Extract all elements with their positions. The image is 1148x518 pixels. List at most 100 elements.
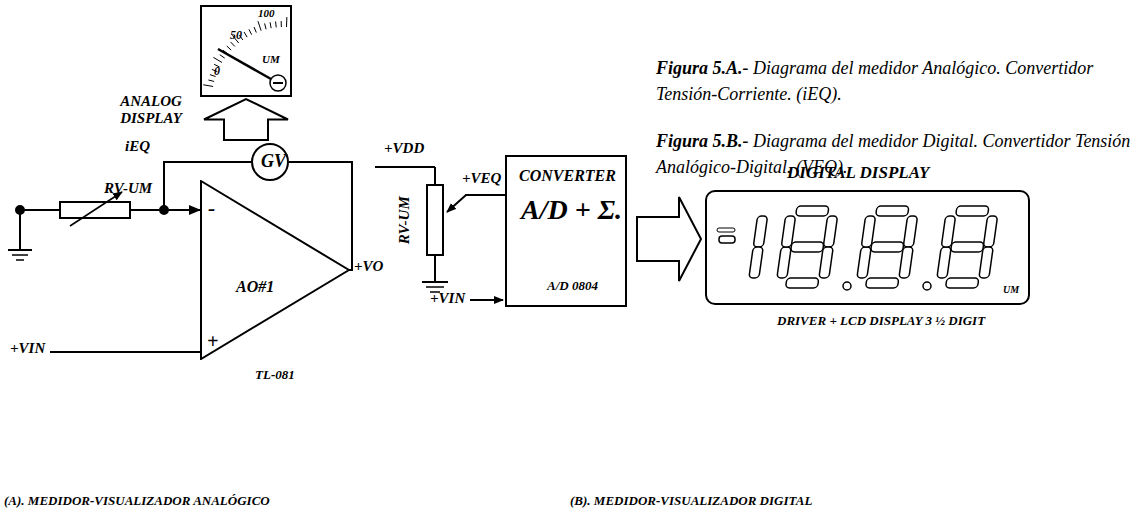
meter-tick bbox=[281, 21, 282, 27]
lcd-segment bbox=[796, 206, 829, 216]
schematic-stroke bbox=[20, 209, 60, 211]
schematic-stroke bbox=[422, 281, 448, 283]
node-text: 100 bbox=[258, 7, 275, 19]
lcd-minus-sign bbox=[719, 236, 735, 243]
meter-tick bbox=[208, 80, 214, 81]
meter-tick bbox=[227, 46, 231, 50]
signal-label: +VEQ bbox=[462, 170, 501, 187]
signal-label: +VIN bbox=[10, 340, 45, 357]
meter-tick bbox=[265, 23, 266, 29]
lcd-segment bbox=[823, 216, 837, 247]
signal-label: +VIN bbox=[430, 290, 465, 307]
node-text: UM bbox=[1003, 284, 1019, 295]
node-text: DRIVER + LCD DISPLAY 3 ½ DIGIT bbox=[777, 314, 985, 328]
node-text: A/D 0804 bbox=[547, 279, 598, 293]
lcd-digit bbox=[935, 206, 999, 288]
schematic-stroke bbox=[12, 254, 28, 256]
lcd-segment bbox=[956, 206, 989, 216]
lcd-digit bbox=[855, 206, 919, 288]
schematic-stroke bbox=[470, 299, 503, 301]
schematic-stroke bbox=[427, 185, 443, 255]
node-text: TL-081 bbox=[255, 368, 295, 382]
schematic-stroke bbox=[375, 166, 435, 168]
meter-face bbox=[202, 7, 290, 95]
meter-tick bbox=[249, 29, 252, 34]
adc-converter-box: CONVERTERA/D + Σ.A/D 0804 bbox=[505, 155, 627, 307]
signal-label: (B). MEDIDOR-VISUALIZADOR DIGITAL bbox=[570, 494, 812, 508]
lcd-segment bbox=[753, 216, 767, 247]
schematic-stroke bbox=[19, 210, 21, 250]
lcd-segment bbox=[857, 247, 871, 278]
schematic-stroke bbox=[16, 206, 24, 214]
signal-label: +VDD bbox=[384, 140, 424, 157]
schematic-stroke bbox=[160, 206, 168, 214]
lcd-segment bbox=[785, 278, 818, 288]
display-drive-arrow bbox=[637, 197, 701, 281]
schematic-stroke bbox=[16, 259, 24, 261]
meter-tick bbox=[244, 32, 247, 37]
figure-caption: Figura 5.B.- Diagrama del medidor Digita… bbox=[656, 128, 1136, 180]
lcd-segment bbox=[791, 242, 824, 252]
schematic-stroke bbox=[70, 192, 122, 226]
figure-caption: Figura 5.A.- Diagrama del medidor Analóg… bbox=[656, 55, 1136, 107]
meter-tick bbox=[270, 22, 271, 28]
meter-tick bbox=[254, 27, 256, 33]
meter-tick bbox=[275, 21, 277, 27]
lcd-decimal-point bbox=[843, 282, 851, 290]
node-text: AO#1 bbox=[236, 278, 274, 296]
meter-tick bbox=[286, 17, 287, 27]
figure-number: Figura 5.A.- bbox=[656, 58, 749, 78]
lcd-segment bbox=[951, 242, 984, 252]
opamp-outline bbox=[200, 180, 350, 360]
node-text: UM bbox=[262, 53, 280, 65]
schematic-stroke bbox=[434, 255, 436, 282]
signal-label: +VO bbox=[354, 258, 383, 275]
schematic-stroke bbox=[50, 351, 200, 353]
schematic-stroke bbox=[130, 209, 164, 211]
lcd-segment bbox=[937, 247, 951, 278]
arrow-head bbox=[189, 205, 201, 215]
schematic-stroke bbox=[8, 249, 32, 251]
node-text: CONVERTER bbox=[519, 167, 616, 185]
signal-label: RV-UM bbox=[104, 180, 152, 197]
signal-label: RV-UM bbox=[396, 196, 413, 244]
lcd-segment bbox=[876, 206, 909, 216]
meter-tick bbox=[258, 21, 261, 30]
signal-label: (A). MEDIDOR-VISUALIZADOR ANALÓGICO bbox=[4, 494, 270, 508]
meter-tick bbox=[220, 55, 225, 58]
lcd-segment bbox=[777, 247, 791, 278]
figure-number: Figura 5.B.- bbox=[656, 131, 749, 151]
seven-segment-digits bbox=[707, 192, 1028, 303]
lcd-polarity-bar bbox=[717, 228, 735, 232]
node-text: 0 bbox=[214, 65, 220, 78]
schematic-stroke bbox=[434, 167, 436, 185]
schematic-stroke bbox=[447, 195, 505, 212]
lcd-segment bbox=[871, 242, 904, 252]
meter-knob-slot bbox=[273, 82, 283, 84]
node-text: ANALOG DISPLAY bbox=[112, 93, 190, 126]
node-text: - bbox=[208, 196, 215, 220]
opamp-triangle-shape bbox=[201, 181, 349, 359]
lcd-digit bbox=[775, 206, 839, 288]
meter-tick bbox=[213, 57, 222, 62]
lcd-segment bbox=[865, 278, 898, 288]
node-text: 50 bbox=[230, 29, 242, 42]
lcd-segment bbox=[945, 278, 978, 288]
node-text: + bbox=[207, 330, 218, 352]
meter-knob bbox=[270, 75, 286, 91]
current-label: iEQ bbox=[125, 138, 150, 155]
analog-meter: ANALOG DISPLAY050100UM bbox=[200, 5, 292, 97]
galvanometer-circle: GV bbox=[251, 143, 289, 181]
analog-resistor-circuit bbox=[8, 192, 200, 352]
lcd-decimal-point bbox=[923, 282, 931, 290]
lcd-display-box: DIGITAL DISPLAYUMDRIVER + LCD DISPLAY 3 … bbox=[705, 190, 1030, 305]
schematic-stroke bbox=[426, 286, 444, 288]
opamp-triangle: -+AO#1TL-081 bbox=[200, 180, 350, 360]
lcd-segment bbox=[983, 216, 997, 247]
display-drive-arrow bbox=[204, 99, 288, 140]
lcd-segment bbox=[749, 247, 763, 278]
meter-tick bbox=[203, 85, 213, 87]
meter-tick bbox=[231, 42, 235, 46]
node-text: GV bbox=[261, 152, 286, 172]
